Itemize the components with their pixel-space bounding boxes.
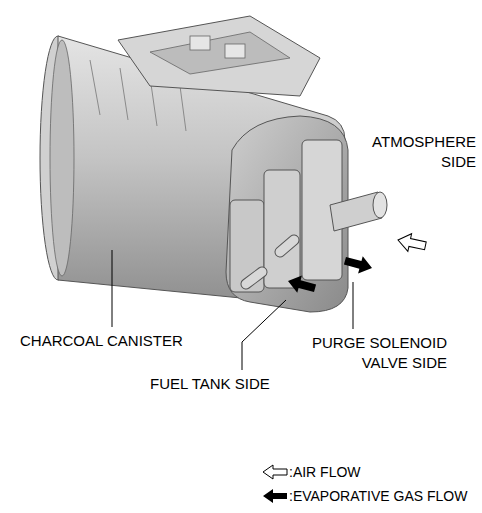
legend-text: :EVAPORATIVE GAS FLOW — [289, 486, 467, 506]
air-flow-sample — [263, 465, 287, 479]
side-label: FUEL TANK SIDE — [150, 374, 330, 394]
side-label: ATMOSPHERE SIDE — [364, 132, 476, 172]
part-name: CHARCOAL CANISTER — [20, 331, 250, 351]
legend-text: :AIR FLOW — [289, 462, 361, 482]
side-label: PURGE SOLENOID VALVE SIDE — [291, 333, 447, 373]
gas-flow-sample — [263, 489, 287, 503]
